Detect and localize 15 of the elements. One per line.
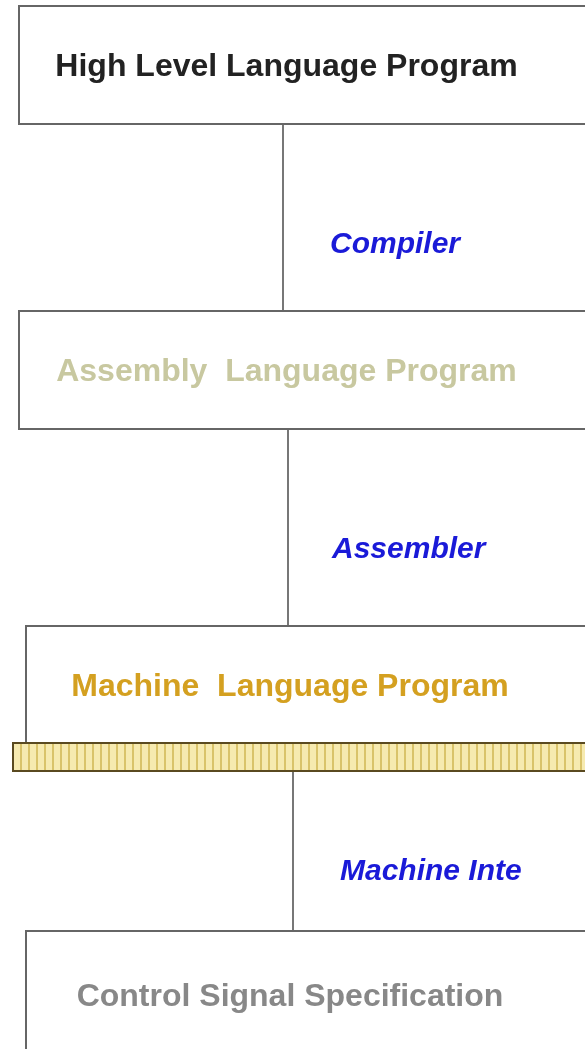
hatched-bar [12,742,585,772]
connector-line [292,771,294,931]
edge-label: Compiler [330,225,461,261]
box-label: High Level Language Program [54,47,519,83]
edge-label: Machine Inte [340,852,522,888]
box-label: Control Signal Specification [75,977,505,1013]
process-box [18,5,585,125]
box-label: Machine Language Program [70,667,510,703]
box-label: Assembly Language Program [55,352,518,388]
process-box [18,310,585,430]
edge-label: Assembler [332,530,486,566]
process-box [25,930,585,1049]
connector-line [287,429,289,626]
connector-line [282,124,284,311]
process-box [25,625,585,745]
